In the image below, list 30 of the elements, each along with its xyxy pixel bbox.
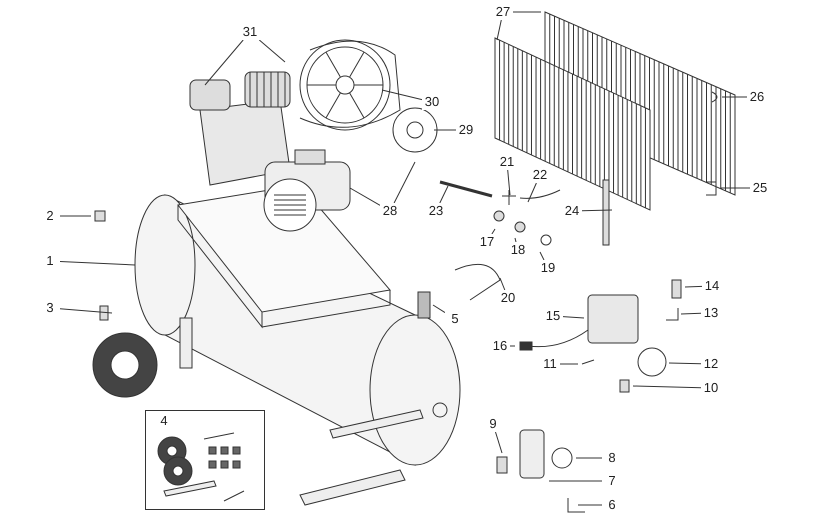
- leader-line: [722, 96, 748, 98]
- leader-line: [60, 308, 112, 314]
- leader-line: [632, 386, 702, 388]
- leader-line: [60, 261, 136, 266]
- leader-line: [668, 362, 702, 364]
- leader-line: [495, 432, 502, 454]
- leader-line: [578, 504, 602, 506]
- leader-line: [684, 286, 702, 288]
- callout-number: 27: [493, 4, 513, 20]
- leader-line: [382, 90, 422, 100]
- leader-line: [350, 188, 380, 206]
- leader-line: [680, 312, 702, 314]
- leader-line: [500, 278, 506, 290]
- leader-line: [258, 40, 286, 62]
- leader-line: [496, 20, 502, 40]
- callout-number: 30: [422, 94, 442, 110]
- leader-line: [507, 170, 510, 196]
- leader-line: [548, 480, 602, 482]
- callout-number: 22: [530, 167, 550, 183]
- callout-number: 31: [240, 24, 260, 40]
- leader-line: [562, 316, 584, 318]
- inset-panel: [145, 410, 265, 510]
- leader-line: [204, 40, 244, 86]
- leader-line: [582, 210, 612, 212]
- leader-line: [514, 238, 516, 242]
- leader-line: [439, 186, 448, 204]
- leader-line: [394, 162, 416, 204]
- leader-line: [432, 304, 446, 314]
- leader-line: [491, 228, 496, 234]
- leader-line: [528, 182, 537, 202]
